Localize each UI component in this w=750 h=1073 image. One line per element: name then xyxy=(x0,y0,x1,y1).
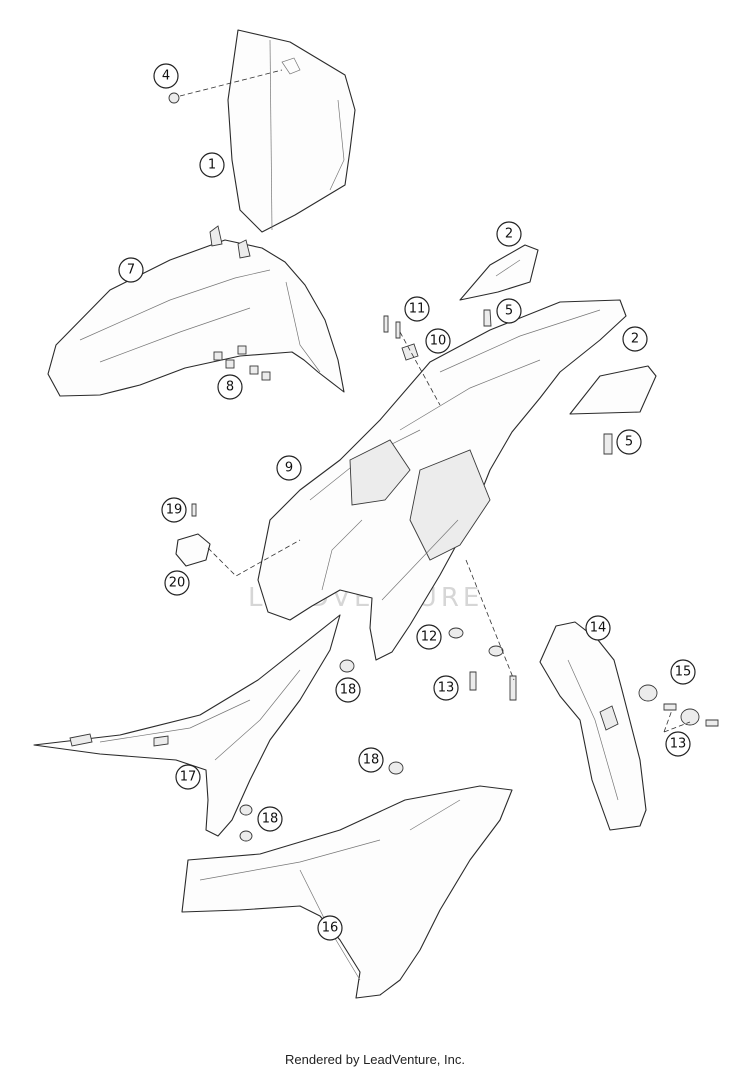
svg-text:15: 15 xyxy=(675,665,692,680)
svg-text:12: 12 xyxy=(421,630,438,645)
callout-18-a[interactable]: 18 xyxy=(335,677,361,703)
callout-13-right[interactable]: 13 xyxy=(665,731,691,757)
svg-text:5: 5 xyxy=(505,304,513,319)
part-bolts-13-center xyxy=(469,671,517,701)
svg-text:13: 13 xyxy=(438,681,455,696)
svg-text:20: 20 xyxy=(169,576,186,591)
part-side-guard-14 xyxy=(539,621,647,831)
part-side-cover-17 xyxy=(33,614,341,837)
part-panel-2-upper xyxy=(459,244,539,301)
svg-text:16: 16 xyxy=(322,921,339,936)
svg-text:11: 11 xyxy=(409,302,426,317)
svg-text:10: 10 xyxy=(430,334,447,349)
leader-4 xyxy=(179,69,283,97)
part-screw-5-upper xyxy=(483,309,492,327)
callout-12[interactable]: 12 xyxy=(416,624,442,650)
svg-text:9: 9 xyxy=(285,461,293,476)
svg-text:1: 1 xyxy=(208,158,216,173)
part-clip-20 xyxy=(175,533,211,567)
footer-credit: Rendered by LeadVenture, Inc. xyxy=(285,1052,465,1067)
svg-text:13: 13 xyxy=(670,737,687,752)
part-panel-2-right xyxy=(569,365,657,415)
callout-19[interactable]: 19 xyxy=(161,497,187,523)
callout-13-center[interactable]: 13 xyxy=(433,675,459,701)
leader-19-20 xyxy=(207,539,301,577)
part-bolts-13-right xyxy=(663,703,719,727)
svg-text:2: 2 xyxy=(631,332,639,347)
part-number-plate xyxy=(227,29,356,233)
svg-text:18: 18 xyxy=(340,683,357,698)
callout-2-right[interactable]: 2 xyxy=(622,326,648,352)
callout-11[interactable]: 11 xyxy=(404,296,430,322)
part-screw-5-right xyxy=(603,433,613,455)
svg-text:8: 8 xyxy=(226,380,234,395)
part-rear-fender xyxy=(257,299,627,661)
callout-5-right[interactable]: 5 xyxy=(616,429,642,455)
svg-text:5: 5 xyxy=(625,435,633,450)
svg-text:2: 2 xyxy=(505,227,513,242)
svg-text:18: 18 xyxy=(262,812,279,827)
callout-1[interactable]: 1 xyxy=(199,152,225,178)
callout-4[interactable]: 4 xyxy=(153,63,179,89)
callout-8[interactable]: 8 xyxy=(217,374,243,400)
svg-text:4: 4 xyxy=(162,69,170,84)
svg-text:18: 18 xyxy=(363,753,380,768)
callout-16[interactable]: 16 xyxy=(317,915,343,941)
part-front-fender xyxy=(47,225,345,397)
part-washers-12 xyxy=(448,627,504,657)
svg-text:7: 7 xyxy=(127,263,135,278)
part-bracket-10 xyxy=(401,343,419,361)
part-washers-15 xyxy=(638,684,700,726)
part-screws-8 xyxy=(213,345,271,381)
svg-text:14: 14 xyxy=(590,621,607,636)
callout-18-b[interactable]: 18 xyxy=(358,747,384,773)
callout-5-upper[interactable]: 5 xyxy=(496,298,522,324)
callout-18-c[interactable]: 18 xyxy=(257,806,283,832)
leader-13-right xyxy=(663,709,691,733)
part-screw-4 xyxy=(168,92,180,104)
part-bolts-11 xyxy=(383,315,401,339)
callout-7[interactable]: 7 xyxy=(118,257,144,283)
callout-15[interactable]: 15 xyxy=(670,659,696,685)
leader-10-11 xyxy=(399,331,441,406)
callout-17[interactable]: 17 xyxy=(175,764,201,790)
part-grommets-18 xyxy=(239,659,404,842)
callout-10[interactable]: 10 xyxy=(425,328,451,354)
svg-text:19: 19 xyxy=(166,503,183,518)
callout-14[interactable]: 14 xyxy=(585,615,611,641)
callout-2-upper[interactable]: 2 xyxy=(496,221,522,247)
callout-20[interactable]: 20 xyxy=(164,570,190,596)
callout-9[interactable]: 9 xyxy=(276,455,302,481)
leader-12-13 xyxy=(465,559,515,681)
svg-text:17: 17 xyxy=(180,770,197,785)
part-screw-19 xyxy=(191,503,197,517)
